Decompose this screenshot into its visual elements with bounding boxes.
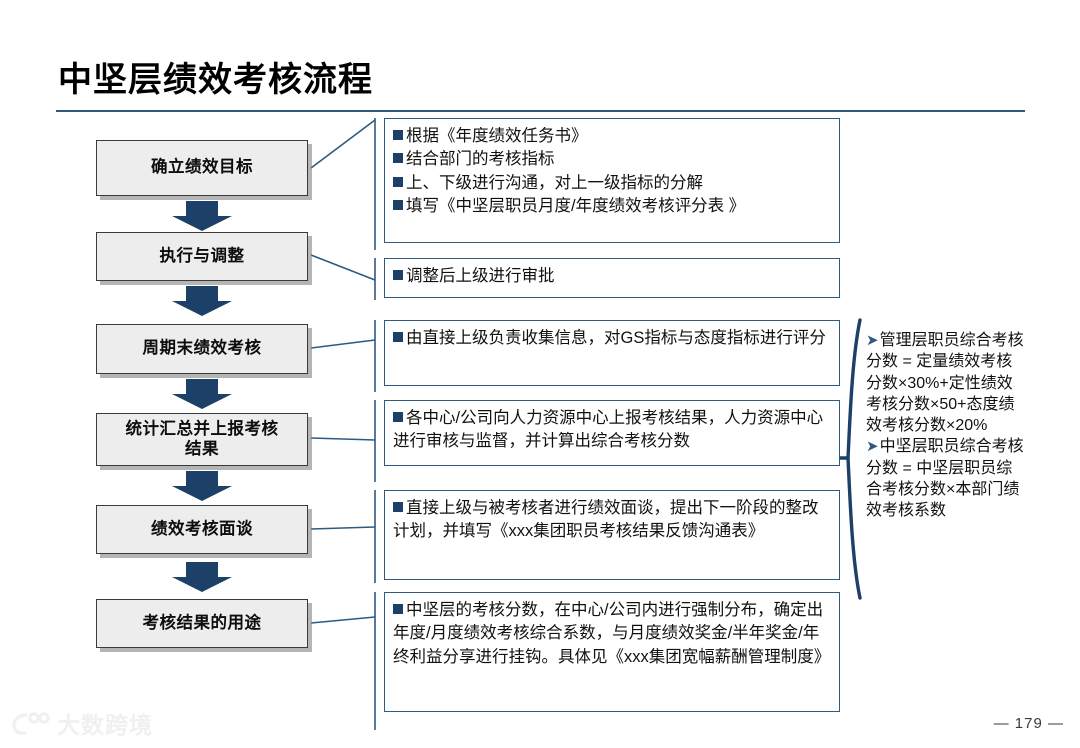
flow-step-6[interactable]: 考核结果的用途 [96,599,308,648]
note-item: ➤管理层职员综合考核分数 = 定量绩效考核分数×30%+定性绩效考核分数×50+… [866,330,1026,436]
arrow-shaft [186,379,218,395]
flow-arrow-2 [172,286,232,316]
square-bullet-icon [393,153,403,164]
bullet-item: 中坚层的考核分数，在中心/公司内进行强制分布，确定出年度/月度绩效考核综合系数，… [393,599,831,669]
note-text: 中坚层职员综合考核分数 = 中坚层职员综合考核分数×本部门绩效考核系数 [866,438,1024,520]
detail-box-2: 调整后上级进行审批 [384,258,840,298]
flow-step-label: 周期末绩效考核 [142,339,262,358]
flow-step-2[interactable]: 执行与调整 [96,232,308,281]
triangle-bullet-icon: ➤ [866,438,879,456]
arrow-head [172,394,232,409]
flow-step-label: 执行与调整 [159,246,245,265]
square-bullet-icon [393,502,403,512]
bullet-item: 结合部门的考核指标 [393,148,829,171]
arrow-head [172,216,232,231]
note-item: ➤中坚层职员综合考核分数 = 中坚层职员综合考核分数×本部门绩效考核系数 [866,436,1026,521]
watermark-logo-icon [12,712,50,735]
note-text: 管理层职员综合考核分数 = 定量绩效考核分数×30%+定性绩效考核分数×50+态… [866,332,1024,435]
bullet-text: 填写《中坚层职员月度/年度绩效考核评分表 》 [406,197,746,216]
arrow-head [172,486,232,501]
arrow-shaft [186,286,218,302]
flow-step-label: 考核结果的用途 [142,613,262,632]
page-number: — 179 — [993,715,1064,732]
bullet-text: 各中心/公司向人力资源中心上报考核结果，人力资源中心进行审核与监督，并计算出综合… [393,409,824,451]
triangle-bullet-icon: ➤ [866,332,879,349]
bullet-text: 由直接上级负责收集信息，对GS指标与态度指标进行评分 [406,329,826,347]
bullet-text: 根据《年度绩效任务书》 [406,127,588,145]
bullet-item: 由直接上级负责收集信息，对GS指标与态度指标进行评分 [393,327,829,350]
bullet-item: 根据《年度绩效任务书》 [393,125,829,148]
page-title: 中坚层绩效考核流程 [58,61,373,99]
square-bullet-icon [393,332,403,342]
flow-step-label: 绩效考核面谈 [151,519,253,538]
bullet-item: 各中心/公司向人力资源中心上报考核结果，人力资源中心进行审核与监督，并计算出综合… [393,407,829,454]
bullet-item: 上、下级进行沟通，对上一级指标的分解 [393,172,829,195]
flow-step-label: 统计汇总并上报考核 结果 [125,420,279,458]
bullet-item: 填写《中坚层职员月度/年度绩效考核评分表 》 [393,195,829,218]
flow-arrow-4 [172,471,232,501]
side-note-panel: ➤管理层职员综合考核分数 = 定量绩效考核分数×30%+定性绩效考核分数×50+… [866,330,1026,521]
bullet-item: 直接上级与被考核者进行绩效面谈，提出下一阶段的整改计划，并填写《xxx集团职员考… [393,497,829,544]
flow-step-5[interactable]: 绩效考核面谈 [96,505,308,554]
title-divider [56,110,1025,112]
arrow-shaft [186,201,218,217]
bullet-text: 直接上级与被考核者进行绩效面谈，提出下一阶段的整改计划，并填写《xxx集团职员考… [393,499,819,541]
flow-step-1[interactable]: 确立绩效目标 [96,140,308,196]
arrow-head [172,301,232,316]
bullet-item: 调整后上级进行审批 [393,265,829,288]
flow-step-4[interactable]: 统计汇总并上报考核 结果 [96,413,308,466]
square-bullet-icon [393,200,403,211]
bullet-text: 结合部门的考核指标 [406,150,555,169]
flow-step-3[interactable]: 周期末绩效考核 [96,324,308,374]
arrow-head [172,577,232,592]
arrow-shaft [186,562,218,578]
bullet-text: 上、下级进行沟通，对上一级指标的分解 [406,173,703,192]
arrow-shaft [186,471,218,487]
flow-arrow-1 [172,201,232,231]
detail-box-5: 直接上级与被考核者进行绩效面谈，提出下一阶段的整改计划，并填写《xxx集团职员考… [384,490,840,580]
detail-box-3: 由直接上级负责收集信息，对GS指标与态度指标进行评分 [384,320,840,386]
detail-box-6: 中坚层的考核分数，在中心/公司内进行强制分布，确定出年度/月度绩效考核综合系数，… [384,592,840,712]
square-bullet-icon [393,270,403,280]
watermark-text: 大数跨境 [57,712,153,738]
flow-arrow-3 [172,379,232,409]
watermark: 大数跨境 [10,706,153,740]
flow-step-label: 确立绩效目标 [151,158,253,177]
square-bullet-icon [393,604,403,614]
curly-brace-icon [840,318,862,600]
bullet-text: 调整后上级进行审批 [406,267,555,285]
bullet-text: 中坚层的考核分数，在中心/公司内进行强制分布，确定出年度/月度绩效考核综合系数，… [393,601,831,666]
square-bullet-icon [393,412,403,422]
detail-box-1: 根据《年度绩效任务书》 结合部门的考核指标 上、下级进行沟通，对上一级指标的分解… [384,118,840,243]
square-bullet-icon [393,176,403,187]
square-bullet-icon [393,130,403,140]
flow-arrow-5 [172,562,232,592]
detail-box-4: 各中心/公司向人力资源中心上报考核结果，人力资源中心进行审核与监督，并计算出综合… [384,400,840,466]
